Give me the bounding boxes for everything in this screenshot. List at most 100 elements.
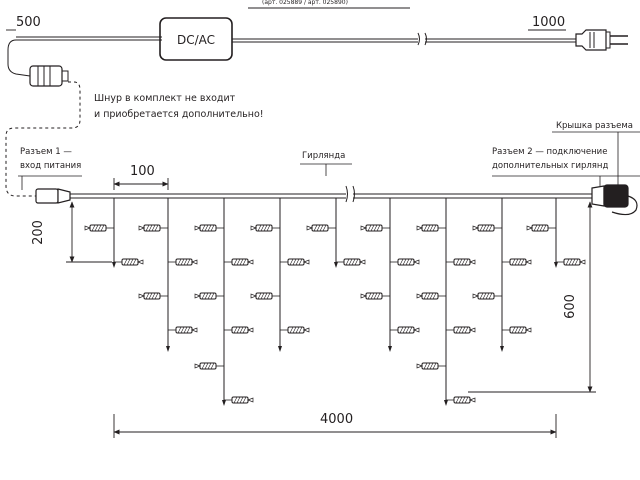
led-tip: [472, 225, 479, 231]
led-tip: [469, 397, 476, 403]
led-hatch: [201, 292, 215, 300]
led-hatch: [455, 258, 469, 266]
led-hatch: [177, 326, 191, 334]
led-tip: [416, 293, 423, 299]
led-hatch: [367, 224, 381, 232]
power-connector-icon: [29, 65, 69, 87]
led-hatch: [345, 258, 359, 266]
led-hatch: [177, 258, 191, 266]
led-hatch: [399, 326, 413, 334]
drop-end: [278, 346, 282, 352]
dim-drop: 200: [30, 220, 46, 245]
led-tip: [247, 259, 254, 265]
dim-height: 600: [562, 294, 578, 319]
led-hatch: [201, 362, 215, 370]
led-tip: [250, 225, 257, 231]
connector-2-icon: [591, 184, 638, 216]
left-cord: [7, 39, 162, 77]
led-hatch: [455, 396, 469, 404]
led-tip: [138, 225, 145, 231]
led-hatch: [257, 224, 271, 232]
led-tip: [191, 327, 198, 333]
led-tip: [84, 225, 91, 231]
led-hatch: [479, 292, 493, 300]
led-tip: [526, 225, 533, 231]
led-hatch: [313, 224, 327, 232]
dim-lead-right: 1000: [532, 15, 566, 30]
drop-end: [334, 262, 338, 268]
drop-end: [444, 400, 448, 406]
led-hatch: [367, 292, 381, 300]
connector-1-label-line2: вход питания: [20, 161, 82, 171]
led-hatch: [233, 396, 247, 404]
led-hatch: [233, 326, 247, 334]
connector-1-icon: [35, 188, 71, 204]
led-tip: [525, 327, 532, 333]
led-tip: [194, 363, 201, 369]
led-tip: [306, 225, 313, 231]
plug-icon: [575, 29, 628, 51]
led-hatch: [455, 326, 469, 334]
led-hatch: [511, 258, 525, 266]
led-tip: [413, 259, 420, 265]
led-tip: [525, 259, 532, 265]
led-tip: [469, 327, 476, 333]
led-tip: [413, 327, 420, 333]
led-hatch: [123, 258, 137, 266]
drop-end: [500, 346, 504, 352]
led-hatch: [423, 292, 437, 300]
led-tip: [472, 293, 479, 299]
cord-note-line1: Шнур в комплект не входит: [94, 93, 236, 104]
led-tip: [359, 259, 366, 265]
dim-pitch: 100: [130, 164, 155, 179]
led-tip: [194, 293, 201, 299]
led-tip: [194, 225, 201, 231]
led-hatch: [257, 292, 271, 300]
led-tip: [579, 259, 586, 265]
garland-label: Гирлянда: [302, 151, 346, 161]
garland-wire: [70, 185, 592, 203]
led-tip: [247, 397, 254, 403]
cord-note-line2: и приобретается дополнительно!: [94, 109, 264, 120]
top-cord: [7, 7, 628, 87]
cap-label: Крышка разъема: [556, 121, 633, 131]
led-tip: [360, 225, 367, 231]
led-tip: [303, 259, 310, 265]
led-tip: [247, 327, 254, 333]
garland-drops: [84, 198, 586, 406]
led-tip: [191, 259, 198, 265]
led-hatch: [145, 292, 159, 300]
drop-end: [554, 262, 558, 268]
dim-length: 4000: [320, 412, 354, 427]
led-hatch: [423, 224, 437, 232]
led-hatch: [565, 258, 579, 266]
led-hatch: [479, 224, 493, 232]
led-tip: [250, 293, 257, 299]
connector-1-label-line1: Разъем 1 —: [20, 147, 72, 157]
led-hatch: [399, 258, 413, 266]
led-tip: [416, 225, 423, 231]
led-tip: [416, 363, 423, 369]
led-tip: [469, 259, 476, 265]
led-hatch: [289, 258, 303, 266]
callout-lines: [18, 131, 640, 190]
drop-end: [222, 400, 226, 406]
drop-end: [388, 346, 392, 352]
adapter-label: DC/AC: [177, 33, 215, 47]
drop-end: [166, 346, 170, 352]
led-hatch: [233, 258, 247, 266]
article-note: (арт. 025889 / арт. 025890): [262, 0, 348, 6]
led-tip: [303, 327, 310, 333]
connector-2-label-line2: дополнительных гирлянд: [492, 161, 609, 171]
cap-tether: [611, 195, 638, 216]
led-hatch: [289, 326, 303, 334]
led-hatch: [201, 224, 215, 232]
led-tip: [138, 293, 145, 299]
led-hatch: [423, 362, 437, 370]
dashed-cord: [5, 81, 81, 197]
led-tip: [137, 259, 144, 265]
led-hatch: [91, 224, 105, 232]
dim-lead-left: 500: [16, 15, 41, 30]
led-tip: [360, 293, 367, 299]
